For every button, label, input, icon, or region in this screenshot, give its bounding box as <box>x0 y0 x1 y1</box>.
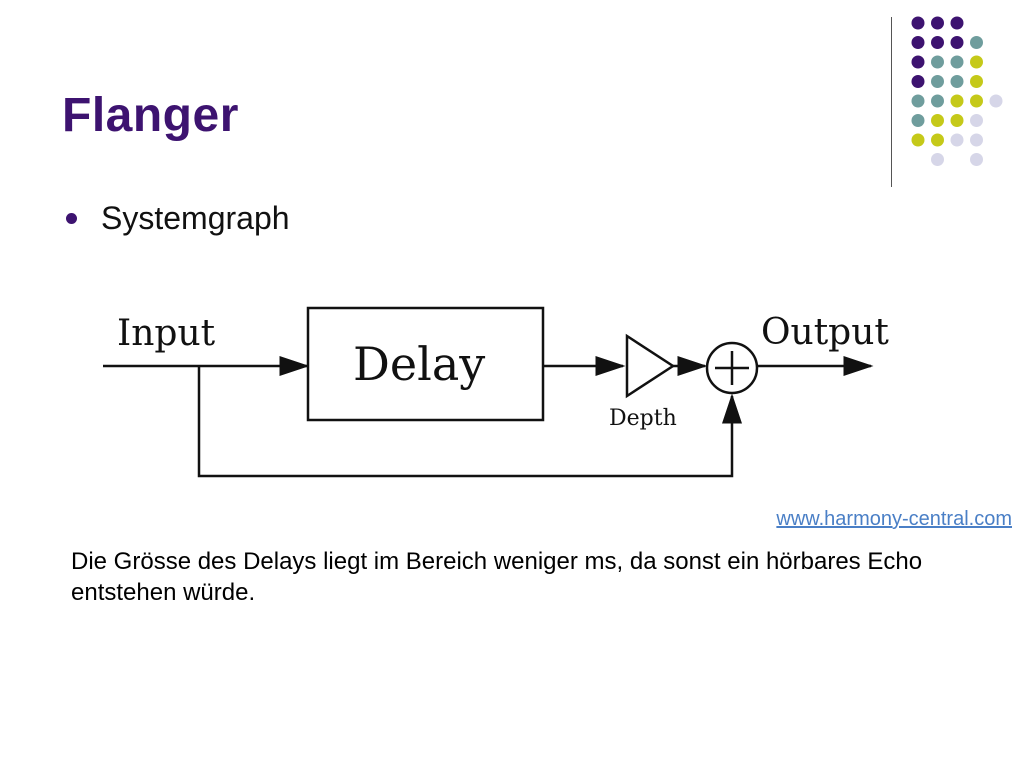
decor-dot <box>970 153 983 166</box>
decor-dot <box>931 16 944 30</box>
decor-dot <box>970 94 983 108</box>
decor-dot <box>970 75 983 88</box>
decor-dot <box>950 55 964 69</box>
decor-dot <box>950 16 964 30</box>
depth-gain-triangle <box>625 333 676 399</box>
decor-dot <box>950 133 964 147</box>
divider-line <box>891 17 892 187</box>
slide-title: Flanger <box>62 89 239 142</box>
decor-dot <box>970 114 983 127</box>
decor-dot <box>911 16 925 30</box>
depth-label: Depth <box>609 406 677 431</box>
delay-box <box>306 306 545 422</box>
bullet-item: Systemgraph <box>62 200 290 237</box>
decor-dot <box>931 75 944 88</box>
decor-dot <box>950 94 964 108</box>
delay-label: Delay <box>353 337 485 391</box>
input-label: Input <box>117 313 216 354</box>
decor-dot <box>931 36 944 49</box>
decor-dot <box>950 114 964 127</box>
decor-dot <box>911 36 925 49</box>
decor-dot <box>970 55 983 69</box>
bullet-text: Systemgraph <box>101 200 290 236</box>
decor-dot <box>931 55 944 69</box>
bullet-dot-icon <box>66 213 77 224</box>
decor-dot <box>911 75 925 88</box>
decor-dot <box>950 36 964 49</box>
decor-dot <box>970 133 983 147</box>
decor-dot <box>911 55 925 69</box>
decor-dot <box>911 94 925 108</box>
decor-dot <box>931 94 944 108</box>
source-link[interactable]: www.harmony-central.com <box>776 508 1012 530</box>
decor-dot <box>911 114 925 127</box>
decor-dot <box>931 133 944 147</box>
flanger-block-diagram: Input Delay Depth Output <box>103 306 889 478</box>
decor-dot <box>931 114 944 127</box>
decor-dot <box>931 153 944 166</box>
decor-dot <box>911 133 925 147</box>
decor-dot <box>989 94 1003 108</box>
output-label: Output <box>761 312 889 353</box>
decor-dot <box>970 36 983 49</box>
decorative-dot-grid <box>911 16 1003 166</box>
decor-dot <box>950 75 964 88</box>
dry-signal-path <box>197 366 742 478</box>
caption-text: Die Grösse des Delays liegt im Bereich w… <box>71 548 923 606</box>
